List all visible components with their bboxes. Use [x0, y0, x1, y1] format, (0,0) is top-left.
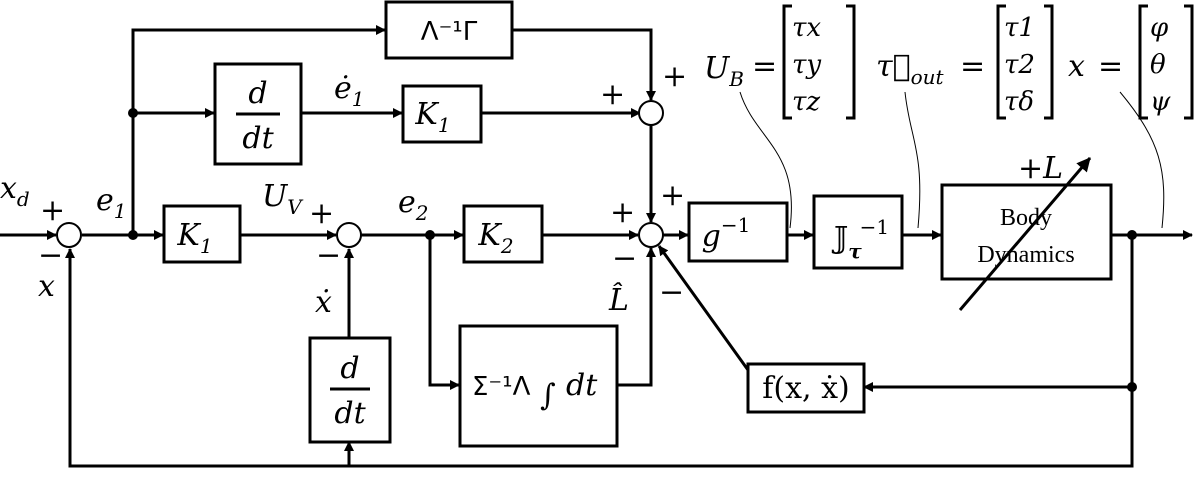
sign-sum1-minus: −: [38, 238, 63, 273]
sign-sum2-minus: −: [316, 238, 341, 273]
tau-row-3: τδ: [1004, 87, 1034, 117]
sum-junction-1: [56, 222, 82, 248]
body-dynamics-line1: Body: [1000, 205, 1052, 231]
sign-sum2-plus: +: [309, 196, 334, 231]
junction-e1-upper: [128, 108, 138, 118]
disturbance-arrow: [958, 157, 1092, 311]
block-k1-lower: K1: [162, 204, 242, 264]
sign-upper-sum-top: +: [662, 59, 687, 94]
derivative-upper-numerator: d: [248, 76, 267, 111]
block-k2: K2: [462, 204, 544, 264]
label-uv: UV: [262, 179, 304, 219]
ub-leader: [739, 91, 792, 229]
label-e1dot: ė1: [334, 71, 365, 111]
sum-junction-upper: [638, 100, 664, 126]
block-g-inverse: g−1: [687, 201, 789, 263]
x-row-2: θ: [1150, 50, 1166, 80]
sign-upper-sum-left: +: [600, 77, 625, 112]
k2-label: K2: [477, 218, 513, 258]
j-inverse-label: 𝕁τ−1: [831, 215, 889, 263]
sign-main-sum-top: +: [660, 178, 685, 213]
block-f-x-xdot: f(x, ẋ): [746, 362, 866, 414]
sign-main-sum-lower-left: −: [612, 241, 637, 276]
sum-signs: + − + − + + + + − −: [38, 59, 687, 310]
junction-x-output: [1127, 230, 1137, 240]
label-e1: e1: [96, 183, 127, 223]
k1-upper-label: K1: [414, 97, 450, 137]
sign-sum1-plus: +: [40, 193, 65, 228]
ub-row-3: τz: [792, 87, 820, 117]
block-derivative-upper: d dt: [213, 62, 303, 166]
x-leader: [1119, 91, 1165, 229]
junction-e1: [128, 230, 138, 240]
sigma-integral-gain: Σ⁻¹Λ: [472, 372, 531, 402]
block-j-inverse: 𝕁τ−1: [812, 194, 904, 270]
label-e2: e2: [398, 185, 429, 225]
label-lhat: L̂: [608, 283, 629, 318]
ub-row-1: τx: [792, 13, 821, 43]
label-xdot: ẋ: [315, 285, 332, 320]
g-inverse-label: g−1: [702, 213, 751, 254]
block-lambda-gamma: Λ⁻¹Γ: [384, 0, 514, 60]
sum-junction-main: [638, 222, 664, 248]
x-row-3: ψ: [1150, 87, 1171, 117]
definition-tau-out: τ⃗out = τ1 τ2 τδ: [876, 4, 1054, 229]
tau-row-2: τ2: [1004, 50, 1035, 80]
wire-x-feedback: [65, 248, 1134, 468]
wire-e2-to-integral: [428, 235, 460, 390]
x-row-1: φ: [1150, 13, 1169, 43]
signal-labels: xd x e1 ė1 UV e2 ẋ L̂ +L: [0, 71, 1063, 320]
block-body-dynamics: Body Dynamics: [940, 183, 1113, 281]
junction-e2: [425, 230, 435, 240]
block-derivative-lower: d dt: [308, 336, 392, 444]
x-equals: =: [1098, 49, 1123, 84]
ub-row-2: τy: [792, 50, 821, 80]
junctions: [128, 108, 1137, 392]
label-xd: xd: [0, 171, 30, 211]
label-plus-l: +L: [1018, 151, 1063, 186]
ub-lhs: UB: [704, 51, 744, 91]
label-x-feedback: x: [38, 269, 55, 304]
tau-leader: [904, 91, 921, 229]
tau-row-1: τ1: [1004, 13, 1035, 43]
sign-main-sum-lower-right: −: [659, 275, 684, 310]
wire-f-to-sum: [657, 245, 750, 387]
ub-equals: =: [752, 49, 777, 84]
derivative-lower-denominator: dt: [334, 396, 366, 431]
wire-lhat: [617, 247, 656, 387]
block-lambda-gamma-label: Λ⁻¹Γ: [421, 17, 478, 47]
tau-lhs: τ⃗out: [876, 49, 945, 89]
definition-x: x = φ θ ψ: [1068, 4, 1194, 229]
integral-sign: ∫: [540, 378, 556, 413]
tau-equals: =: [960, 49, 985, 84]
derivative-upper-denominator: dt: [242, 121, 274, 156]
wire-e1-to-lambda-gamma: [131, 25, 386, 235]
junction-x-feedback: [1127, 382, 1137, 392]
x-lhs: x: [1068, 49, 1085, 84]
wire-lambda-gamma-out: [512, 28, 656, 101]
f-x-xdot-label: f(x, ẋ): [762, 371, 849, 406]
sum-junction-2: [336, 222, 362, 248]
block-k1-upper: K1: [401, 84, 483, 144]
k1-lower-label: K1: [176, 218, 212, 258]
derivative-lower-numerator: d: [340, 351, 359, 386]
block-sigma-integral: Σ⁻¹Λ ∫ dt: [458, 324, 619, 448]
integral-dt: dt: [566, 368, 598, 403]
body-dynamics-line2: Dynamics: [977, 242, 1074, 268]
definition-ub: UB = τx τy τz: [704, 4, 856, 229]
sign-main-sum-left: +: [610, 195, 635, 230]
